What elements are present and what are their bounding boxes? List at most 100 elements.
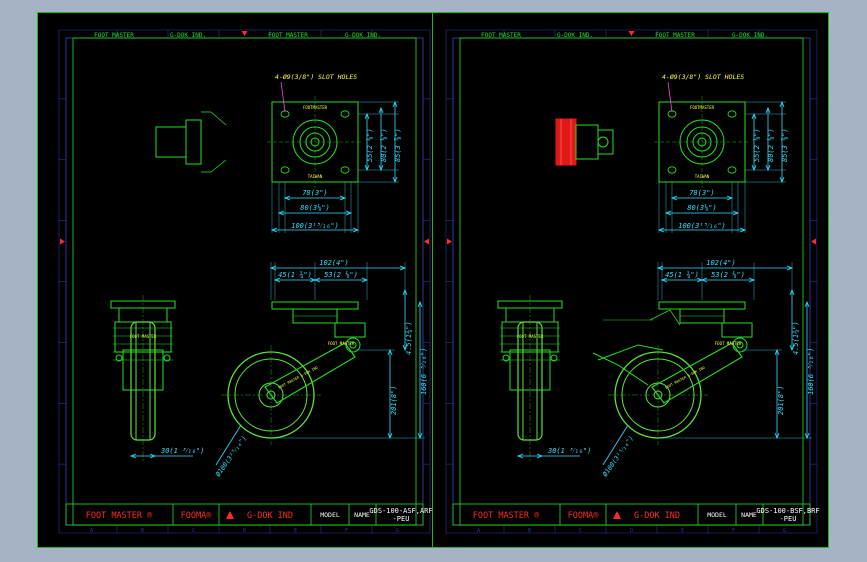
zone-letter: C xyxy=(192,528,195,534)
dim-left-label: 45(1 ¾") xyxy=(278,271,312,279)
slot-hole xyxy=(340,166,350,174)
model-value-2: -PEU xyxy=(780,515,797,523)
dim-plate-w3-label: 100(3¹⁵⁄₁₆") xyxy=(678,222,726,230)
dim-width-arrow-left xyxy=(516,453,524,459)
dim-upper-v-arrow-top xyxy=(789,288,795,296)
zone-letter: B xyxy=(528,528,531,534)
dim-upper-v-arrow-top xyxy=(402,288,408,296)
header-label: G-DOK IND. xyxy=(345,32,381,39)
front-bolt-right xyxy=(550,354,558,362)
front-bolt-left xyxy=(502,354,510,362)
dim-v2-arrow-top xyxy=(378,106,384,114)
dim-v3-label: 85(3 ⅜") xyxy=(393,128,402,162)
zone-letter: C xyxy=(579,528,582,534)
front-bolt-left xyxy=(115,354,123,362)
dim-plate-w2-label: 80(3⅛") xyxy=(687,203,717,212)
dim-plate-w-label: 78(3") xyxy=(689,189,714,197)
slot-hole xyxy=(727,166,737,174)
title-brand-gdok: G-DOK IND xyxy=(247,511,293,521)
side-brand: FOOT MASTER xyxy=(715,341,742,346)
title-block xyxy=(65,503,424,526)
header-label: FOOT MASTER xyxy=(94,32,134,39)
dim-upper-v-label: 4.5(1¾") xyxy=(792,321,800,355)
front-brand: FOOT MASTER xyxy=(517,334,544,339)
dim-top-label: 102(4") xyxy=(319,259,349,267)
model-label: MODEL xyxy=(707,511,727,519)
front-bolt-right xyxy=(163,354,171,362)
title-brand-fooma: FOOMA® xyxy=(181,511,213,521)
dim-total-h-label: 160(6 ⁵⁄₁₆") xyxy=(420,347,428,395)
header-label: FOOT MASTER xyxy=(655,32,695,39)
dim-v3-label: 85(3 ⅜") xyxy=(780,128,789,162)
header-label: G-DOK IND. xyxy=(557,32,593,39)
header-label: G-DOK IND. xyxy=(732,32,768,39)
zone-letter: F xyxy=(345,528,348,534)
center-marker-left xyxy=(60,238,65,245)
suspension-arm xyxy=(651,342,743,404)
model-value-1: GDS-100-ASF,ARF xyxy=(369,507,432,515)
center-marker-right xyxy=(811,238,816,245)
dim-upper-v-arrow-bottom xyxy=(789,344,795,352)
lever-edge xyxy=(210,111,227,126)
front-fork-lower xyxy=(122,349,164,391)
dim-lower-v-label: 201(8") xyxy=(777,385,785,415)
model-value-2: -PEU xyxy=(393,515,410,523)
zone-letter: F xyxy=(732,528,735,534)
title-block xyxy=(452,503,811,526)
dim-width-label: 30(1 ³⁄₁₆") xyxy=(160,447,204,455)
center-marker-top xyxy=(628,31,635,36)
zone-letter: G xyxy=(783,528,786,534)
zone-letter: E xyxy=(681,528,684,534)
lever-edge2 xyxy=(210,159,227,173)
suspension-arm xyxy=(264,342,356,404)
title-brand-footmaster: FOOT MASTER ® xyxy=(86,511,153,521)
plate-bottom-text: TAIWAN xyxy=(695,174,710,179)
dim-total-h-label: 160(6 ⁵⁄₁₆") xyxy=(807,347,815,395)
slot-holes-note: 4-Ø9(3/8") SLOT HOLES xyxy=(662,73,744,81)
dim-v2-label: 80(2 ⅛") xyxy=(379,128,388,162)
zone-letter: D xyxy=(243,528,246,534)
zone-letter: E xyxy=(294,528,297,534)
brake-pin xyxy=(597,136,609,148)
zone-letter: B xyxy=(141,528,144,534)
center-marker-left xyxy=(447,238,452,245)
brake-pedal xyxy=(555,118,577,166)
dim-width-label: 30(1 ³⁄₁₆") xyxy=(547,447,591,455)
lever-arm xyxy=(185,119,202,165)
front-fork-lower xyxy=(509,349,551,391)
dim-diameter-leader xyxy=(602,424,629,466)
header-label: FOOT MASTER xyxy=(268,32,308,39)
zone-letter: A xyxy=(90,528,93,534)
suspension-pivot xyxy=(345,337,361,353)
gdok-logo-icon xyxy=(226,511,234,519)
dim-upper-v-label: 4.5(1¾") xyxy=(405,321,413,355)
plate-top-text: FOOTMASTER xyxy=(303,105,328,110)
header-label: FOOT MASTER xyxy=(481,32,521,39)
dim-plate-w3-label: 100(3¹⁵⁄₁₆") xyxy=(291,222,339,230)
brake-lever-lower xyxy=(592,352,649,386)
drawing-sheet-left: FOOT MASTER G-DOK IND. FOOT MASTER G-DOK IN… xyxy=(58,29,433,534)
suspension-pivot-inner xyxy=(736,341,744,349)
model-value-1: GDS-100-BSF,BRF xyxy=(756,507,819,515)
slot-hole xyxy=(727,110,737,118)
dim-lower-v-label: 201(8") xyxy=(390,385,398,415)
brake-lever-upper xyxy=(597,344,664,361)
slot-hole xyxy=(667,166,677,174)
suspension-pivot-inner xyxy=(349,341,357,349)
title-brand-fooma: FOOMA® xyxy=(568,511,600,521)
slot-hole xyxy=(340,110,350,118)
spring-housing xyxy=(721,322,753,338)
dim-plate-w-label: 78(3") xyxy=(302,189,327,197)
dim-width-arrow-left xyxy=(129,453,137,459)
suspension-pivot xyxy=(732,337,748,353)
model-label: MODEL xyxy=(320,511,340,519)
dim-diameter-leader xyxy=(215,424,242,466)
name-label: NAME xyxy=(354,511,370,519)
zone-letter: G xyxy=(396,528,399,534)
dim-right-label: 53(2 ⅛") xyxy=(324,270,358,279)
gdok-logo-icon xyxy=(613,511,621,519)
center-marker-top xyxy=(241,31,248,36)
title-brand-gdok: G-DOK IND xyxy=(634,511,680,521)
dim-right-label: 53(2 ⅛") xyxy=(711,270,745,279)
